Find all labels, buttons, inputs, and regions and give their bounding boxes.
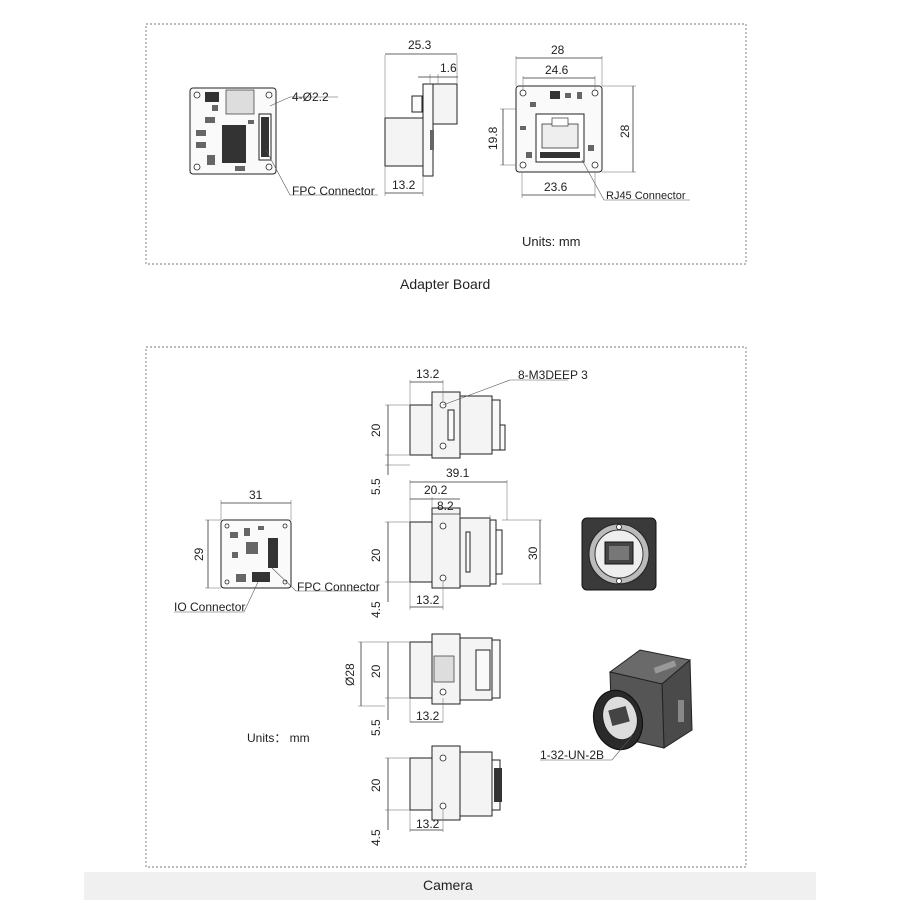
camera-back-view [205,500,292,589]
adapter-back-bottom-dim: 23.6 [544,180,568,194]
adapter-side-width-dim: 25.3 [408,38,432,52]
camera-side-view [385,480,542,610]
cam-low-dia-dim: Ø28 [343,663,357,686]
cam-top-height-dim: 20 [369,423,383,437]
camera-frame [145,346,747,868]
cam-low-bottom-dim: 13.2 [416,709,440,723]
cam-bot-height-dim: 20 [369,778,383,792]
cam-low-offset-dim: 5.5 [369,719,383,736]
adapter-units-label: Units: mm [522,234,581,249]
cam-mid-bottom-dim: 13.2 [416,593,440,607]
adapter-board-panel: 4-Ø2.2 FPC Connector 25.3 1.6 13.2 [145,23,747,265]
adapter-back-height-dim: 28 [618,124,632,138]
camera-iso-view [592,649,693,751]
cam-mid-offset-dim: 4.5 [369,601,383,618]
camera-units-label: Units： mm [247,731,310,745]
cam-mid-total-dim: 39.1 [446,466,470,480]
camera-caption: Camera [423,877,473,893]
cam-bot-offset-dim: 4.5 [369,829,383,846]
adapter-front-view [189,87,277,175]
adapter-fpc-label: FPC Connector [292,184,375,198]
cam-top-offset-dim: 5.5 [369,478,383,495]
cam-top-width-dim: 13.2 [416,367,440,381]
cam-back-width-dim: 31 [249,488,263,502]
adapter-back-inner-height-dim: 19.8 [486,126,500,150]
io-connector-label: IO Connector [174,600,245,614]
mount-label: 1-32-UN-2B [540,748,604,762]
camera-bottom-view [385,745,502,832]
cam-mid-height-dim: 20 [369,548,383,562]
cam-fpc-label: FPC Connector [297,580,380,594]
camera-top-view [385,380,506,466]
cam-mid-right-dim: 30 [526,546,540,560]
caption-band [84,872,816,900]
cam-low-height-dim: 20 [369,664,383,678]
adapter-board-caption: Adapter Board [400,276,490,292]
holes-label: 4-Ø2.2 [292,90,329,104]
adapter-side-bottom-dim: 13.2 [392,178,416,192]
cam-back-height-dim: 29 [192,547,206,561]
adapter-back-width-dim: 28 [551,43,565,57]
adapter-back-view [500,56,636,198]
cam-mid-small-dim: 8.2 [437,499,454,513]
adapter-back-inner-dim: 24.6 [545,63,569,77]
adapter-board-frame [145,23,747,265]
camera-front-view [581,517,657,591]
adapter-side-small-dim: 1.6 [440,61,457,75]
cam-mid-body-dim: 20.2 [424,483,448,497]
screws-label: 8-M3DEEP 3 [518,368,588,382]
adapter-side-view [384,55,458,196]
rj45-label: RJ45 Connector [606,190,686,202]
camera-panel: 31 29 FPC Connector IO Connector 13.2 20 [145,346,747,868]
cam-bot-bottom-dim: 13.2 [416,817,440,831]
camera-lower-view [358,633,501,722]
